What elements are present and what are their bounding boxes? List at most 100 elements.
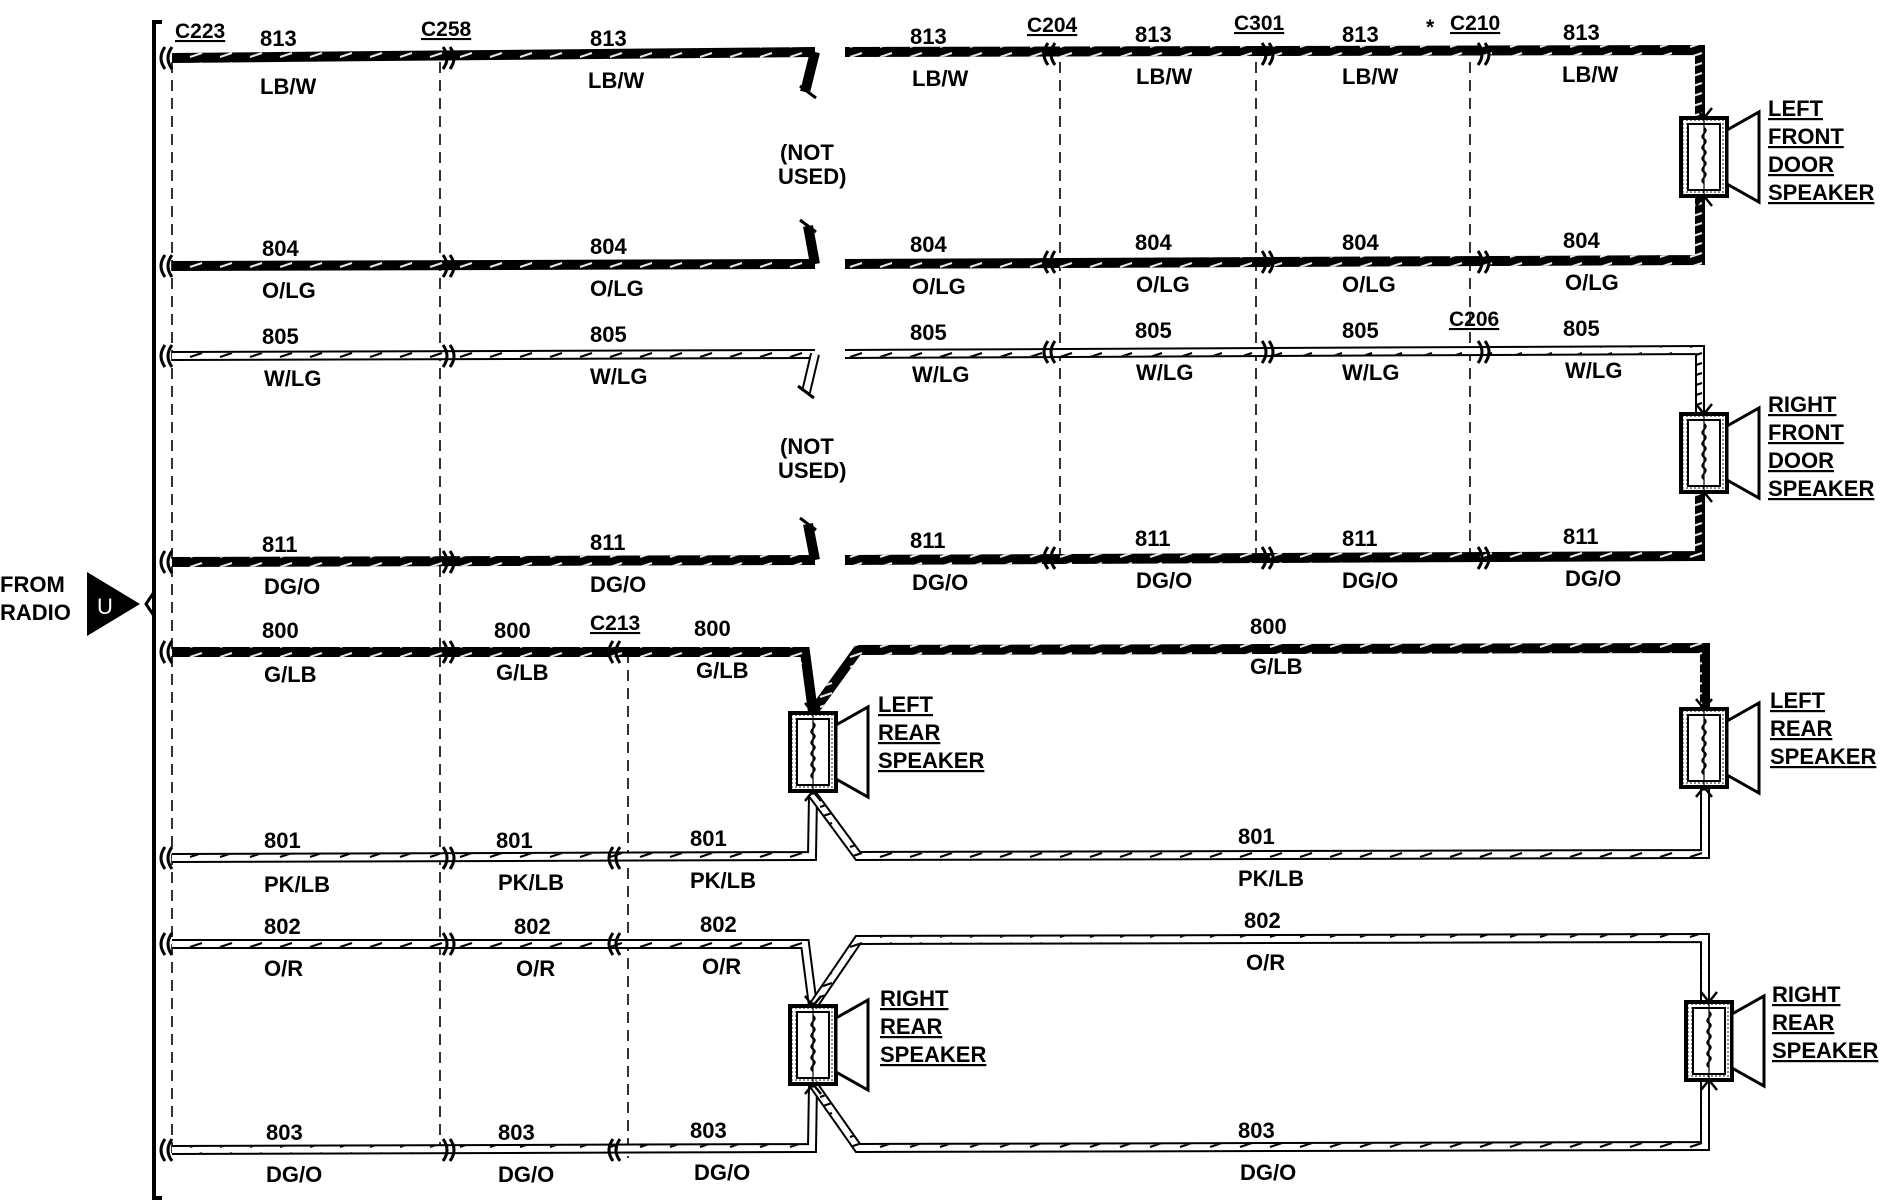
svg-text:811: 811: [590, 530, 626, 555]
svg-text:813: 813: [910, 24, 947, 49]
radio-source: FROM RADIO U: [0, 572, 140, 636]
connector-label-c223: C223: [175, 20, 225, 43]
svg-text:804: 804: [262, 236, 299, 261]
svg-text:800: 800: [694, 616, 731, 641]
svg-text:W/LG: W/LG: [1342, 360, 1399, 385]
wire-labels: 813 813 813 813 813 813 LB/W LB/W LB/W L…: [260, 20, 1622, 1187]
svg-text:DOOR: DOOR: [1768, 448, 1834, 473]
svg-text:802: 802: [514, 914, 551, 939]
not-used-note-upper: (NOT USED): [778, 140, 846, 189]
wire-804: [171, 196, 1705, 271]
svg-text:801: 801: [1238, 824, 1275, 849]
svg-text:811: 811: [1135, 526, 1171, 551]
left-rear-speaker-mid: [788, 705, 870, 799]
svg-text:SPEAKER: SPEAKER: [1772, 1038, 1878, 1063]
svg-text:RIGHT: RIGHT: [880, 986, 949, 1011]
svg-text:W/LG: W/LG: [1565, 358, 1622, 383]
svg-text:SPEAKER: SPEAKER: [1770, 744, 1876, 769]
speaker-label-left-front-door: LEFT FRONT DOOR SPEAKER: [1768, 96, 1874, 205]
wire-802-to-right: [808, 932, 1710, 1009]
svg-text:804: 804: [590, 234, 627, 259]
svg-text:DG/O: DG/O: [1240, 1160, 1296, 1185]
wire-811-stub: [803, 523, 820, 561]
connector-c210-row0: [1476, 42, 1491, 66]
svg-text:805: 805: [1342, 318, 1379, 343]
wire-803-to-right: [808, 1080, 1710, 1154]
connector-labels: C223 C258 C204 C301 * C210 C206 C213: [175, 12, 1500, 635]
svg-text:813: 813: [1563, 20, 1600, 45]
connector-c223-rear-row2: [159, 932, 174, 956]
svg-text:DG/O: DG/O: [1565, 566, 1621, 591]
svg-text:801: 801: [264, 828, 301, 853]
svg-text:G/LB: G/LB: [696, 658, 749, 683]
speaker-label-right-rear-right: RIGHT REAR SPEAKER: [1772, 982, 1878, 1063]
wire-813-circuit: 813: [260, 26, 297, 51]
connector-c213-rear-row1: [607, 846, 622, 870]
left-rear-speaker-right: [1679, 701, 1761, 795]
svg-text:O/LG: O/LG: [590, 276, 644, 301]
wire-800-to-mid: [172, 647, 818, 713]
svg-text:803: 803: [266, 1120, 303, 1145]
svg-text:G/LB: G/LB: [264, 662, 317, 687]
svg-text:800: 800: [494, 618, 531, 643]
svg-text:DG/O: DG/O: [1136, 568, 1192, 593]
svg-text:G/LB: G/LB: [496, 660, 549, 685]
wire-805: [171, 344, 1705, 414]
svg-text:FRONT: FRONT: [1768, 420, 1844, 445]
wire-801-to-mid: [171, 794, 818, 863]
svg-text:LEFT: LEFT: [1770, 688, 1826, 713]
wire-813: [171, 44, 1705, 118]
speaker-label-left-rear-right: LEFT REAR SPEAKER: [1770, 688, 1876, 769]
svg-text:O/LG: O/LG: [1136, 272, 1190, 297]
source-label-line1: FROM: [0, 572, 65, 597]
connector-c223-rear-row3: [159, 1138, 174, 1162]
svg-text:805: 805: [590, 322, 627, 347]
dashed-branch-lines: [171, 62, 1471, 1158]
connector-label-c258: C258: [421, 18, 472, 41]
connector-c258-rear-row0: [441, 640, 456, 664]
connector-star: *: [1426, 16, 1435, 39]
svg-text:SPEAKER: SPEAKER: [1768, 180, 1874, 205]
wire-802-to-mid: [172, 939, 818, 1007]
svg-text:O/LG: O/LG: [262, 278, 316, 303]
svg-text:802: 802: [1244, 908, 1281, 933]
svg-text:O/LG: O/LG: [1342, 272, 1396, 297]
connector-c258-row1: [441, 254, 456, 278]
svg-text:811: 811: [262, 532, 298, 557]
svg-text:DG/O: DG/O: [590, 572, 646, 597]
svg-text:801: 801: [690, 826, 727, 851]
svg-text:803: 803: [1238, 1118, 1275, 1143]
not-used-stub-end-1: [799, 218, 817, 234]
harness-bracket: [144, 20, 162, 1200]
svg-text:RIGHT: RIGHT: [1768, 392, 1837, 417]
connector-c210-row2: [1476, 340, 1491, 364]
svg-text:SPEAKER: SPEAKER: [880, 1042, 986, 1067]
svg-text:PK/LB: PK/LB: [690, 868, 756, 893]
svg-text:LEFT: LEFT: [878, 692, 934, 717]
svg-text:805: 805: [910, 320, 947, 345]
svg-text:811: 811: [910, 528, 946, 553]
svg-text:LB/W: LB/W: [1562, 62, 1618, 87]
connector-c223-row1: [159, 254, 174, 278]
wire-804-stub: [803, 225, 820, 265]
connector-c258-row0: [441, 46, 456, 70]
svg-text:REAR: REAR: [1770, 716, 1832, 741]
svg-text:O/LG: O/LG: [912, 274, 966, 299]
connector-c258-row2: [441, 344, 456, 368]
svg-text:RIGHT: RIGHT: [1772, 982, 1841, 1007]
svg-text:DG/O: DG/O: [264, 574, 320, 599]
svg-text:O/LG: O/LG: [1565, 270, 1619, 295]
connector-c223-row3: [159, 550, 174, 574]
right-rear-speaker-mid: [788, 998, 870, 1092]
svg-text:PK/LB: PK/LB: [1238, 866, 1304, 891]
svg-text:O/R: O/R: [1246, 950, 1285, 975]
svg-text:REAR: REAR: [880, 1014, 942, 1039]
right-front-door-speaker: [1679, 406, 1761, 500]
right-rear-speaker-right: [1684, 994, 1766, 1088]
svg-text:DG/O: DG/O: [1342, 568, 1398, 593]
svg-text:LB/W: LB/W: [588, 68, 644, 93]
svg-text:W/LG: W/LG: [912, 362, 969, 387]
svg-text:811: 811: [1563, 524, 1599, 549]
svg-text:804: 804: [1135, 230, 1172, 255]
